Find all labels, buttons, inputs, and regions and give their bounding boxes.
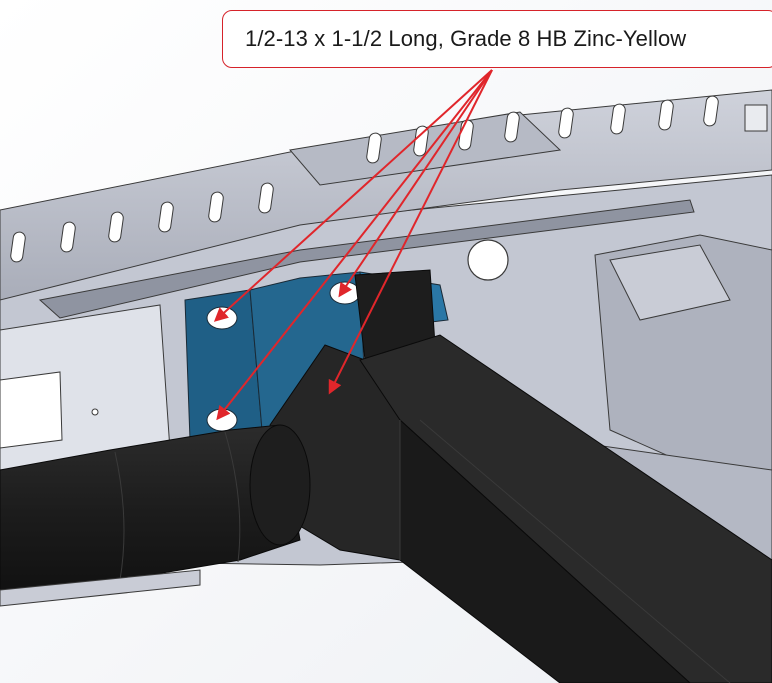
fastener-callout-label: 1/2-13 x 1-1/2 Long, Grade 8 HB Zinc-Yel… (245, 26, 687, 51)
fastener-callout: 1/2-13 x 1-1/2 Long, Grade 8 HB Zinc-Yel… (222, 10, 772, 68)
leader-arrows (213, 69, 493, 421)
leader-arrow-upper-left-hole (213, 69, 493, 322)
slotted-rail (0, 89, 772, 319)
crossmember-tube (359, 334, 772, 683)
leader-arrow-gusset (328, 69, 493, 395)
round-tube (0, 424, 311, 607)
leader-arrow-upper-right-hole (338, 69, 493, 298)
leader-arrow-lower-left-hole (216, 69, 493, 421)
